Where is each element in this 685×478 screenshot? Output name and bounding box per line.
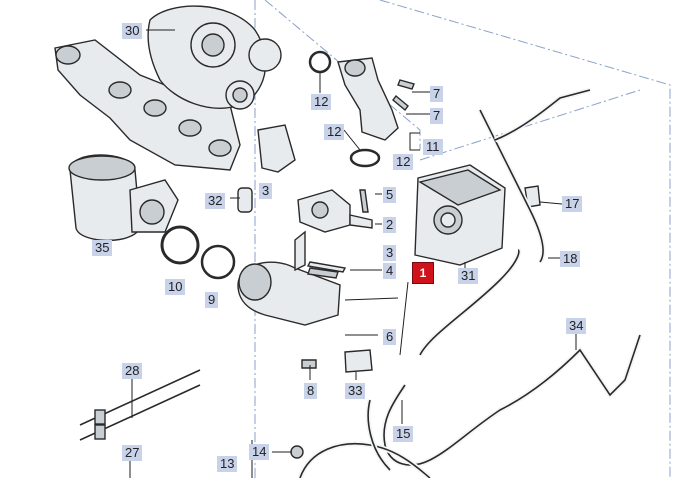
callout-3[interactable]: 3	[383, 245, 397, 261]
gasket-strip	[306, 261, 347, 273]
callout-10[interactable]: 10	[165, 279, 186, 295]
callout-34[interactable]: 34	[566, 318, 587, 334]
callout-4[interactable]: 4	[383, 263, 397, 279]
elbow-pipe	[337, 57, 399, 141]
callout-5[interactable]: 5	[383, 187, 397, 203]
coolant-hoses	[297, 87, 643, 478]
frame-line	[419, 89, 641, 161]
callout-17[interactable]: 17	[562, 196, 583, 212]
callout-8[interactable]: 8	[304, 383, 318, 399]
hose-clip	[290, 445, 304, 459]
sleeve	[237, 187, 253, 213]
callout-32[interactable]: 32	[205, 193, 226, 209]
callout-33[interactable]: 33	[345, 383, 366, 399]
callout-12[interactable]: 12	[311, 94, 332, 110]
callout-3[interactable]: 3	[259, 183, 273, 199]
callout-1-highlighted[interactable]: 1	[412, 262, 434, 284]
callout-31[interactable]: 31	[458, 268, 479, 284]
callout-18[interactable]: 18	[560, 251, 581, 267]
callout-7[interactable]: 7	[430, 108, 444, 124]
callout-9[interactable]: 9	[205, 292, 219, 308]
sleeve	[344, 349, 373, 373]
gasket	[200, 244, 236, 280]
callout-14[interactable]: 14	[249, 444, 270, 460]
callout-11[interactable]: 11	[423, 139, 443, 155]
bolt	[301, 359, 317, 369]
callout-15[interactable]: 15	[393, 426, 414, 442]
callout-30[interactable]: 30	[122, 23, 143, 39]
callout-2[interactable]: 2	[383, 217, 397, 233]
callout-12[interactable]: 12	[324, 124, 345, 140]
gasket-ring	[308, 50, 332, 74]
callout-27[interactable]: 27	[122, 445, 143, 461]
valve-cover	[414, 164, 506, 266]
callout-7[interactable]: 7	[430, 86, 444, 102]
bolt	[397, 79, 415, 90]
egr-cooler	[237, 230, 341, 326]
gasket-ring	[349, 148, 381, 168]
callout-6[interactable]: 6	[383, 329, 397, 345]
callout-35[interactable]: 35	[92, 240, 113, 256]
frame-line	[379, 0, 671, 478]
bolt	[392, 94, 409, 112]
bracket	[257, 124, 296, 173]
frame-line	[264, 0, 421, 150]
clamp	[160, 225, 200, 265]
callout-13[interactable]: 13	[217, 456, 238, 472]
turbocharger-manifold	[54, 5, 282, 171]
cable-ties	[79, 369, 201, 441]
callout-12[interactable]: 12	[393, 154, 414, 170]
callout-28[interactable]: 28	[122, 363, 143, 379]
leader-lines	[129, 29, 577, 478]
catalytic-converter	[68, 154, 179, 242]
